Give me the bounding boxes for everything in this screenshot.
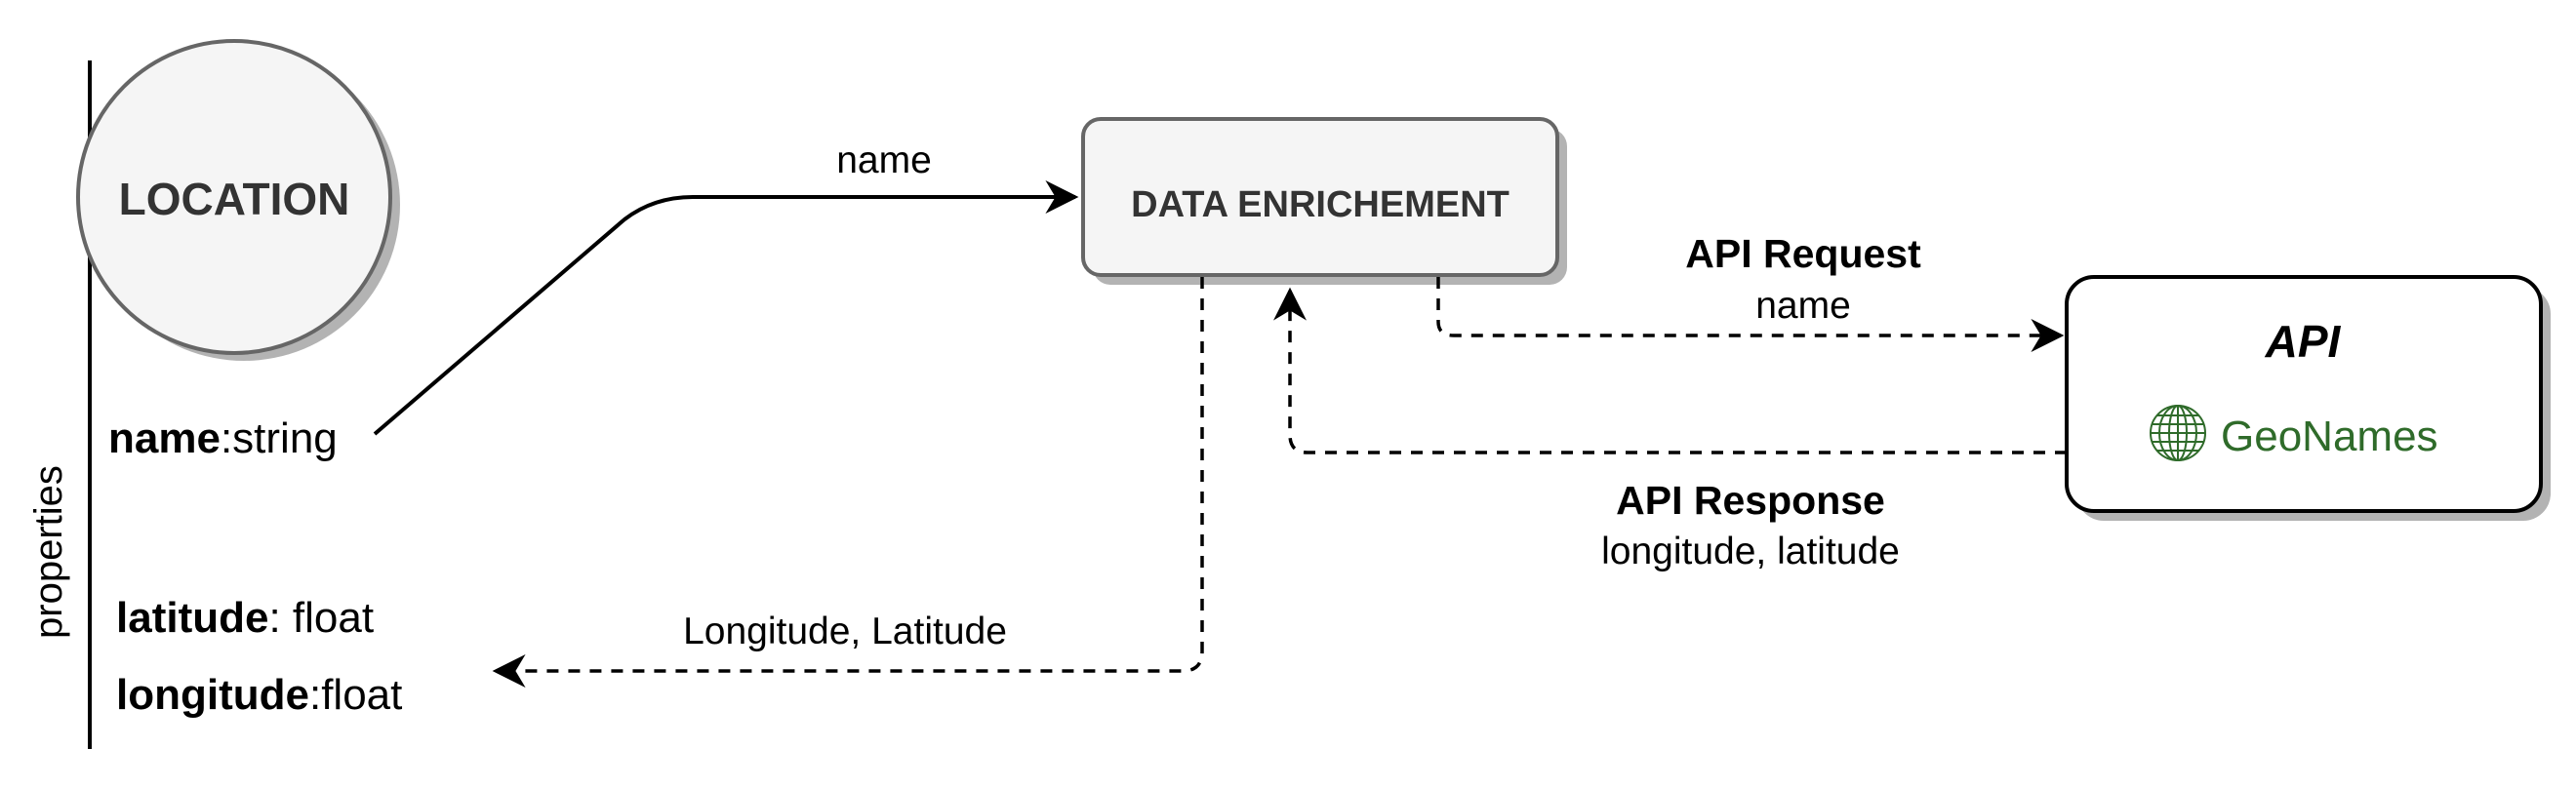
- attribute-latitude: latitude: float: [116, 597, 374, 640]
- attribute-name-type: :string: [220, 414, 338, 462]
- api-request-label: name: [1755, 285, 1851, 327]
- attribute-latitude-key: latitude: [116, 594, 269, 642]
- attribute-longitude: longitude:float: [116, 674, 402, 717]
- enrichment-title: DATA ENRICHEMENT: [1131, 184, 1509, 225]
- enrichment-node[interactable]: [1081, 117, 1559, 277]
- attribute-name-key: name: [108, 414, 221, 462]
- api-title: API: [2265, 316, 2341, 367]
- edge-api-response[interactable]: [1273, 287, 2067, 454]
- edge-api-request[interactable]: [1436, 277, 2065, 352]
- properties-label: properties: [27, 465, 70, 639]
- attribute-longitude-type: :float: [308, 671, 403, 719]
- edge-name-to-enrichment[interactable]: [373, 180, 1079, 436]
- attribute-latitude-type: : float: [268, 594, 375, 642]
- edge-name-label: name: [836, 139, 932, 181]
- api-node[interactable]: [2065, 275, 2543, 513]
- location-title: LOCATION: [118, 174, 350, 224]
- location-node[interactable]: [76, 39, 392, 355]
- coords-back-label: Longitude, Latitude: [683, 611, 1007, 652]
- api-response-label: longitude, latitude: [1601, 531, 1900, 572]
- globe-icon: [2150, 405, 2206, 461]
- geonames-logo-text: GeoNames: [2221, 413, 2438, 460]
- api-response-title: API Response: [1616, 478, 1885, 523]
- edge-coords-back[interactable]: [492, 277, 1204, 688]
- attribute-name: name:string: [108, 417, 338, 460]
- attribute-longitude-key: longitude: [116, 671, 309, 719]
- api-request-title: API Request: [1685, 231, 1921, 276]
